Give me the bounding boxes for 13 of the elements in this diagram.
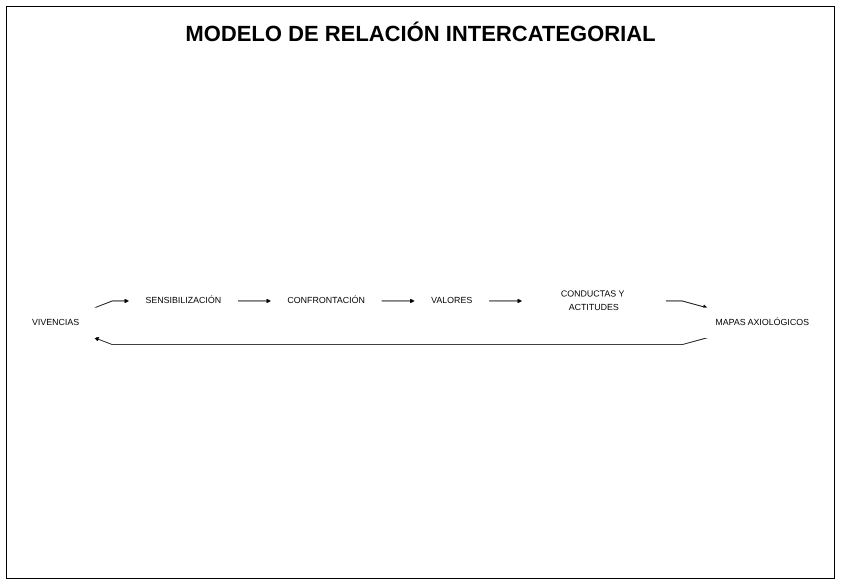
node-text: MAPAS AXIOLÓGICOS bbox=[715, 318, 809, 328]
diagram-frame: MODELO DE RELACIÓN INTERCATEGORIAL VIVENCIAS SENSIBILIZACIÓN CONFRONTACIÓN VALORES CONDUCTAS Y ACTITUDES MAPAS AXIOLÓGICOS bbox=[6, 6, 835, 579]
node-text: VIVENCIAS bbox=[32, 318, 80, 328]
node-text: SENSIBILIZACIÓN bbox=[145, 296, 222, 306]
diagram-title: MODELO DE RELACIÓN INTERCATEGORIAL bbox=[185, 21, 656, 47]
arrow bbox=[94, 299, 130, 309]
arrow bbox=[488, 299, 522, 304]
arrow bbox=[381, 299, 415, 304]
arrow bbox=[237, 299, 272, 304]
node-text: CONFRONTACIÓN bbox=[287, 296, 365, 306]
node-text: CONDUCTAS Y ACTITUDES bbox=[560, 290, 624, 312]
node-text: VALORES bbox=[431, 296, 472, 306]
arrow bbox=[665, 301, 708, 310]
